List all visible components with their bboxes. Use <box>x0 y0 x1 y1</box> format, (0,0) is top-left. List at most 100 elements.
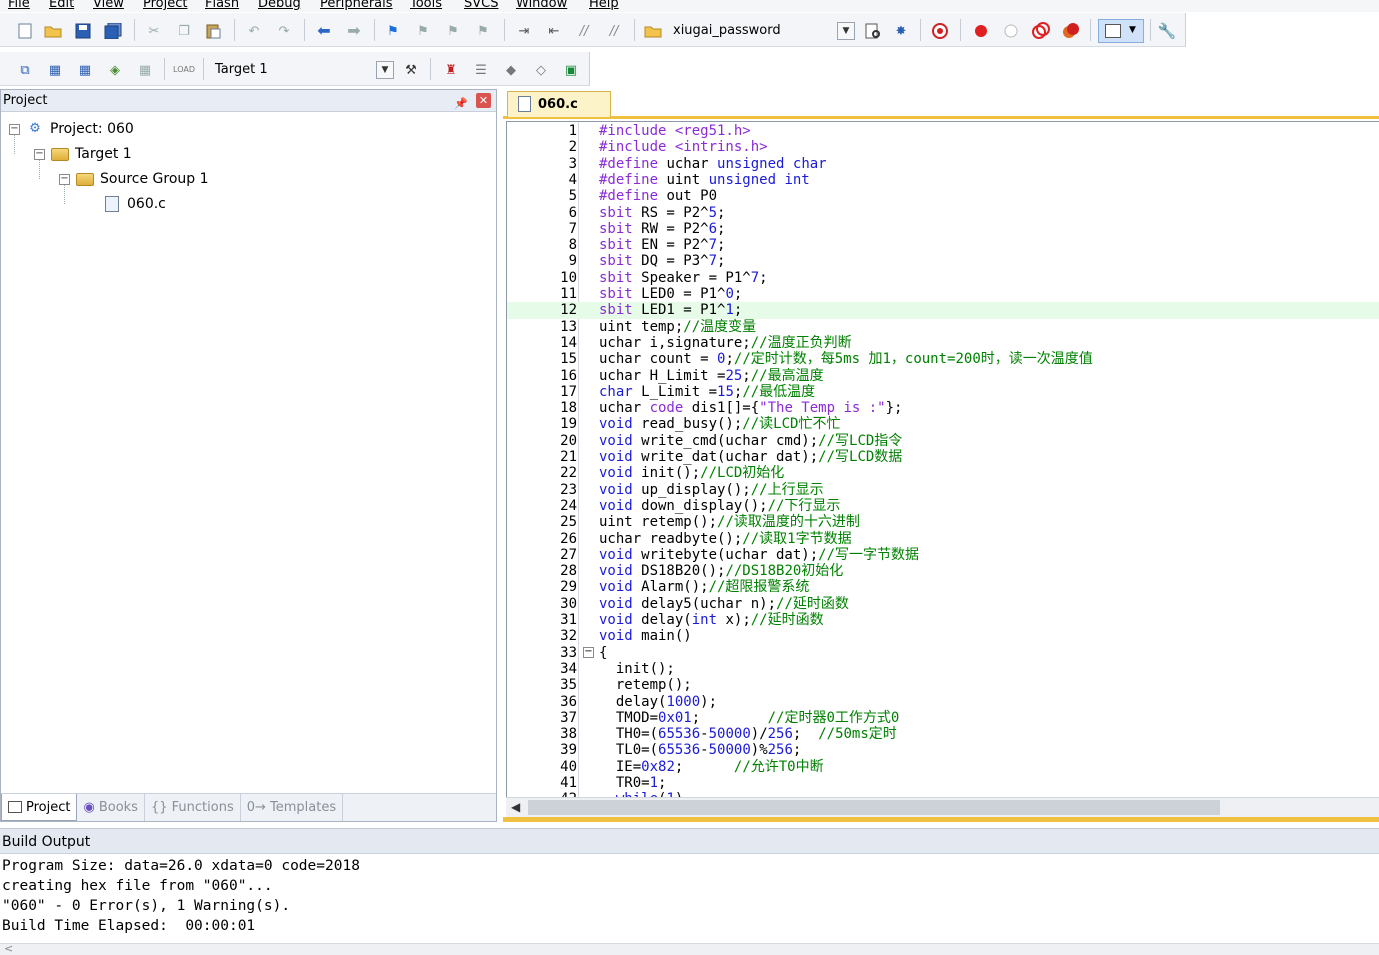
menu-view[interactable]: View <box>93 0 124 11</box>
code-editor[interactable]: 1#include <reg51.h>2#include <intrins.h>… <box>506 121 1379 797</box>
manage-components-icon[interactable]: ♜ <box>445 62 457 78</box>
tab-project[interactable]: Project <box>1 794 78 821</box>
disable-breakpoints-icon[interactable] <box>1032 22 1050 40</box>
uncomment-icon[interactable]: // <box>609 23 619 39</box>
multi-project-icon[interactable]: ☰ <box>475 62 487 78</box>
navigate-back-icon[interactable]: ⬅ <box>317 21 331 40</box>
code-line[interactable]: 36 delay(1000); <box>507 694 1379 710</box>
cut-icon[interactable]: ✂ <box>148 23 160 39</box>
pack-icon[interactable]: ▣ <box>564 62 578 78</box>
build-output-panel[interactable]: Program Size: data=26.0 xdata=0 code=201… <box>0 855 1379 943</box>
breakpoint-icon[interactable] <box>972 22 990 40</box>
collapse-icon[interactable]: − <box>59 172 70 185</box>
menu-debug[interactable]: Debug <box>258 0 301 11</box>
menu-flash[interactable]: Flash <box>205 0 240 11</box>
configure-wrench-icon[interactable]: 🔧 <box>1157 21 1177 40</box>
collapse-icon[interactable]: − <box>9 122 20 135</box>
collapse-icon[interactable]: − <box>34 147 45 160</box>
find-document-icon[interactable] <box>864 22 882 40</box>
rebuild-icon[interactable]: ▦ <box>78 62 92 78</box>
copy-icon[interactable]: ❐ <box>178 23 190 39</box>
enable-breakpoint-icon[interactable] <box>1002 22 1020 40</box>
next-bookmark-icon[interactable]: ⚑ <box>447 23 459 39</box>
code-line[interactable]: 40 IE=0x82; //允许T0中断 <box>507 759 1379 775</box>
redo-icon[interactable]: ↷ <box>278 23 290 39</box>
code-line[interactable]: 2#include <intrins.h> <box>507 139 1379 155</box>
menu-file[interactable]: File <box>8 0 30 11</box>
code-line[interactable]: 39 TL0=(65536-50000)%256; <box>507 742 1379 758</box>
build-icon[interactable]: ▦ <box>48 62 62 78</box>
editor-horizontal-scrollbar[interactable]: ◀ <box>506 797 1379 817</box>
batch-build-icon[interactable]: ◈ <box>110 62 120 78</box>
code-line[interactable]: 41 TR0=1; <box>507 775 1379 791</box>
code-line[interactable]: 5#define out P0 <box>507 188 1379 204</box>
scroll-thumb[interactable] <box>528 800 1220 815</box>
clear-bookmarks-icon[interactable]: ⚑ <box>477 23 489 39</box>
menu-svcs[interactable]: SVCS <box>464 0 499 11</box>
code-line[interactable]: 33{ <box>507 645 1379 661</box>
close-icon[interactable]: ✕ <box>476 93 491 108</box>
paste-icon[interactable] <box>204 22 222 40</box>
comment-icon[interactable]: // <box>579 23 589 39</box>
build-output-scrollbar[interactable]: < <box>0 942 1379 955</box>
fold-collapse-icon[interactable]: − <box>583 645 594 658</box>
tab-060-c[interactable]: 060.c <box>507 91 611 117</box>
chevron-down-icon[interactable]: ▼ <box>376 61 394 79</box>
code-line[interactable]: 3#define uchar unsigned char <box>507 156 1379 172</box>
menu-project[interactable]: Project <box>143 0 188 11</box>
code-line[interactable]: 37 TMOD=0x01; //定时器0工作方式0 <box>507 710 1379 726</box>
target-options-icon[interactable]: ⚒ <box>405 62 417 78</box>
code-line[interactable]: 4#define uint unsigned int <box>507 172 1379 188</box>
tab-functions[interactable]: {} Functions <box>145 794 241 821</box>
navigate-forward-icon[interactable]: ➡ <box>347 21 361 40</box>
menu-window[interactable]: Window <box>516 0 568 11</box>
new-file-icon[interactable] <box>16 22 34 40</box>
load-download-icon[interactable]: LOAD <box>173 65 195 74</box>
undo-icon[interactable]: ↶ <box>248 23 260 39</box>
open-folder-icon[interactable] <box>44 22 62 40</box>
window-layout-button[interactable]: ▼ <box>1098 19 1144 43</box>
scroll-left-icon[interactable]: ◀ <box>511 800 521 814</box>
tree-item-target[interactable]: − Target 1 <box>34 143 132 165</box>
find-replace-icon[interactable]: ✸ <box>895 23 907 39</box>
tab-templates[interactable]: 0→ Templates <box>241 794 344 821</box>
outdent-icon[interactable]: ⇤ <box>548 23 560 39</box>
menu-help[interactable]: Help <box>589 0 619 11</box>
chevron-down-icon[interactable]: ▼ <box>837 22 855 40</box>
translate-icon[interactable]: ⧉ <box>20 62 30 78</box>
debug-session-icon[interactable] <box>931 22 949 40</box>
code-line[interactable]: 38 TH0=(65536-50000)/256; //50ms定时 <box>507 726 1379 742</box>
code-line[interactable]: 34 init(); <box>507 661 1379 677</box>
tree-item-project[interactable]: − ⚙ Project: 060 <box>9 118 134 140</box>
menu-peripherals[interactable]: Peripherals <box>320 0 393 11</box>
tree-item-file[interactable]: 060.c <box>103 193 166 215</box>
code-line[interactable]: 1#include <reg51.h> <box>507 123 1379 139</box>
target-combo[interactable]: Target 1 ▼ <box>210 59 395 81</box>
menu-tools[interactable]: Tools <box>410 0 443 11</box>
find-combo[interactable]: xiugai_password ▼ <box>668 20 856 42</box>
stop-build-icon[interactable]: ▦ <box>138 62 152 78</box>
